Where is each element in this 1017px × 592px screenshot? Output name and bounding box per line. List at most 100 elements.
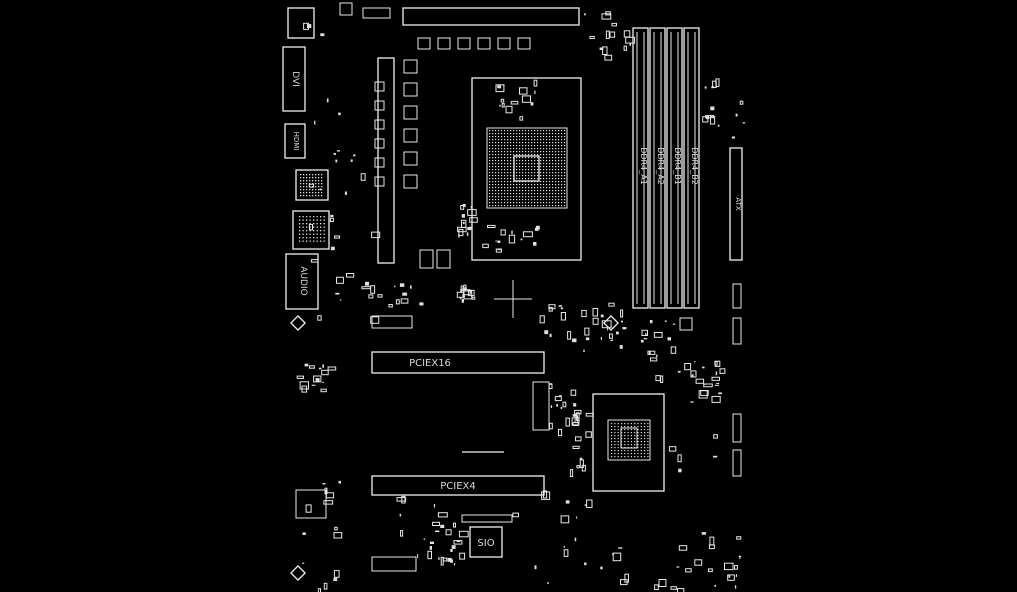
pch-pad — [644, 447, 646, 449]
smd-part — [365, 281, 370, 286]
cpu-pad — [549, 151, 551, 153]
usb-pad — [315, 189, 317, 191]
cpu-pad — [543, 133, 545, 135]
cpu-pad — [534, 178, 536, 180]
smd-part — [539, 315, 545, 324]
cpu-pad — [564, 202, 566, 204]
cpu-pad — [564, 178, 566, 180]
cpu-pad — [546, 181, 548, 183]
cpu-pad — [549, 157, 551, 159]
pch-pad — [624, 453, 626, 455]
pch-pad — [620, 426, 623, 428]
lan-pad — [316, 230, 318, 232]
cpu-pad — [531, 202, 533, 204]
pch-pad — [627, 441, 629, 443]
smd-part — [467, 209, 477, 216]
lan-pad — [313, 219, 315, 221]
lan-pad — [323, 226, 325, 228]
smd-part — [440, 524, 445, 528]
cpu-pad — [543, 187, 545, 189]
cpu-pad — [552, 160, 554, 162]
cpu-pad — [498, 166, 500, 168]
cpu-pad — [543, 160, 545, 162]
smd-part — [574, 409, 582, 415]
cpu-pad — [555, 196, 557, 198]
cpu-pad — [522, 169, 524, 171]
cpu-pad — [543, 184, 545, 186]
smd-part — [447, 557, 452, 562]
smd-part — [714, 584, 717, 587]
smd-part — [585, 412, 594, 417]
smd-part — [556, 404, 559, 407]
cpu-pad — [549, 142, 551, 144]
smd-part — [670, 346, 677, 354]
pcie-x16-slot — [371, 351, 545, 374]
cpu-pad — [492, 154, 494, 156]
pch-pad — [640, 435, 642, 437]
smd-part — [388, 304, 393, 308]
cpu-pad — [492, 139, 494, 141]
smd-part — [573, 403, 577, 407]
pch-pad — [624, 435, 626, 437]
atx-power: ATX — [729, 147, 743, 477]
cpu-pad — [495, 157, 497, 159]
pch-pad — [611, 456, 613, 458]
pch-pad — [627, 423, 629, 425]
usb-pad — [306, 195, 308, 197]
smd-part — [467, 289, 475, 297]
smd-part — [461, 214, 465, 218]
smd-part — [584, 562, 587, 566]
usb-pad — [321, 180, 323, 182]
cpu-pad — [495, 139, 497, 141]
cpu-pad — [492, 184, 494, 186]
cpu-pad — [555, 160, 557, 162]
usb-pad — [300, 189, 302, 191]
cpu-pad — [540, 202, 542, 204]
cpu-pad — [531, 178, 533, 180]
cpu-pad — [555, 193, 557, 195]
cpu-pad — [561, 178, 563, 180]
cpu-pad — [528, 169, 530, 171]
usb-pad — [309, 183, 311, 185]
smd-part — [616, 331, 619, 335]
cpu-pad — [543, 202, 545, 204]
cpu-pad — [540, 133, 542, 135]
pch-pad — [624, 441, 626, 443]
cpu-pad — [525, 157, 527, 159]
dvi-label: DVI — [290, 71, 300, 87]
smd-part — [530, 102, 534, 106]
smd-part — [336, 150, 341, 152]
pch-pad — [611, 444, 613, 446]
smd-part — [609, 31, 616, 38]
pch-pad — [614, 429, 616, 431]
smd-part — [656, 354, 658, 358]
usb-pad — [303, 192, 305, 194]
pch-pad — [630, 453, 632, 455]
lan-pad — [299, 233, 301, 235]
smd-part — [605, 30, 610, 40]
cpu-pad — [540, 145, 542, 147]
lan-port — [292, 210, 330, 250]
cpu-pad — [504, 148, 506, 150]
cpu-pad — [555, 169, 557, 171]
cpu-pad — [564, 151, 566, 153]
pch-pad — [624, 456, 626, 458]
smd-part — [321, 369, 329, 376]
cpu-pad — [525, 133, 527, 135]
pch-pad — [627, 438, 629, 440]
cpu-pad — [537, 202, 539, 204]
cpu-pad — [540, 169, 542, 171]
cpu-pad — [507, 151, 509, 153]
smd-part — [308, 183, 315, 188]
smd-part — [547, 582, 550, 584]
cpu-pad — [528, 196, 530, 198]
cpu-pad — [522, 154, 524, 156]
smd-part — [690, 370, 697, 378]
usb-pad — [315, 177, 317, 179]
cpu-pad — [552, 142, 554, 144]
cpu-pad — [564, 199, 566, 201]
cpu-pad — [531, 169, 533, 171]
cpu-pad — [534, 193, 536, 195]
dvi-connector — [282, 46, 306, 112]
pcie-x4-label: PCIEX4 — [440, 481, 476, 492]
